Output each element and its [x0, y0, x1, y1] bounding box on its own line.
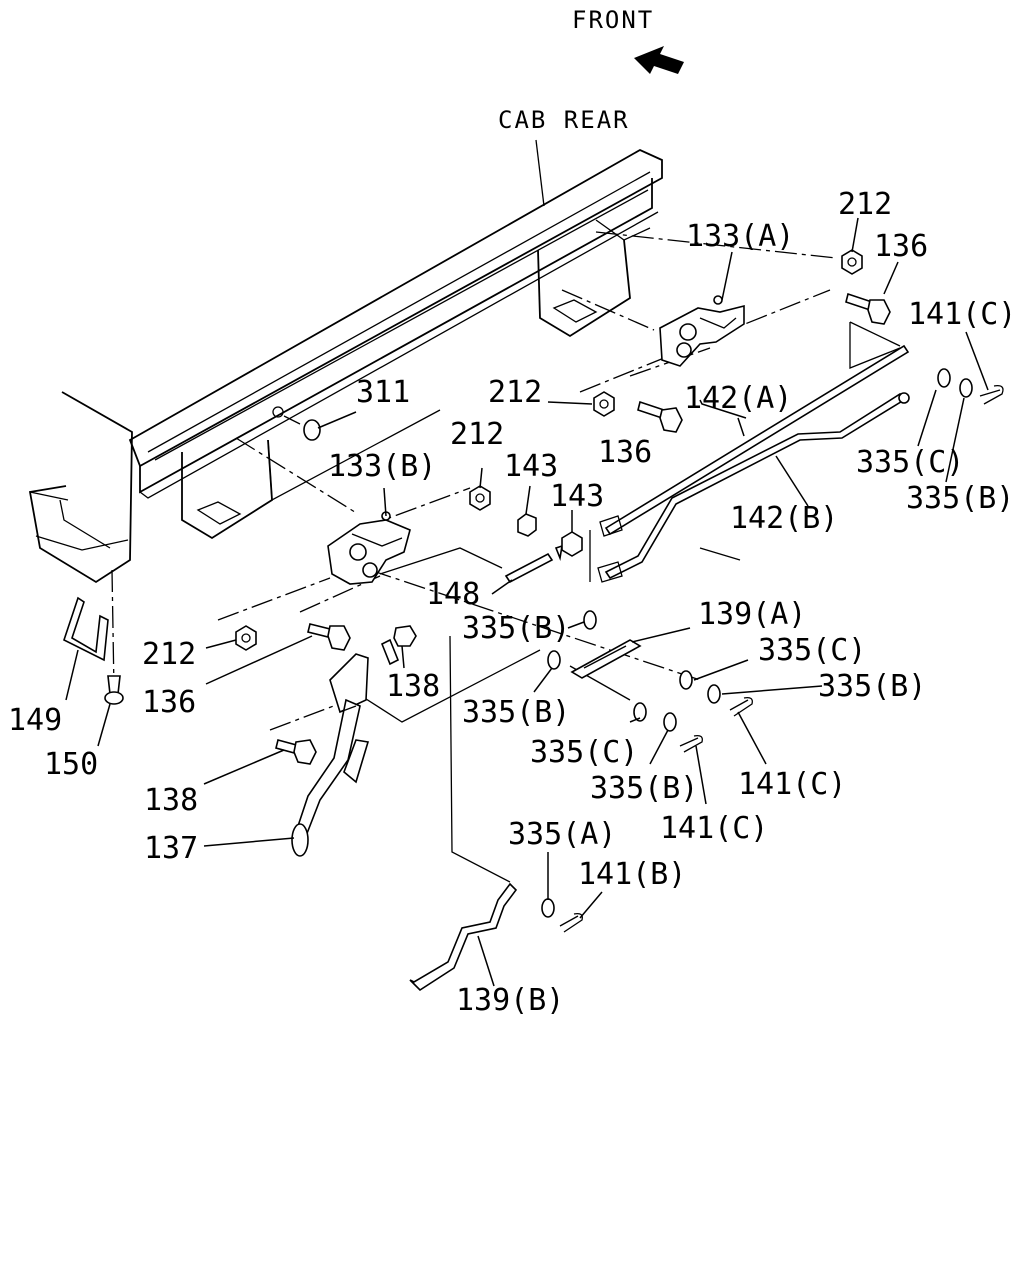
callout-136: 136 — [598, 435, 652, 470]
pedal-137 — [291, 653, 370, 857]
callout-335b: 335(B) — [462, 695, 570, 730]
callout-133b: 133(B) — [328, 449, 436, 484]
bolt-150 — [104, 675, 124, 705]
callout-138: 138 — [386, 669, 440, 704]
rod-142a — [599, 344, 910, 537]
callout-138: 138 — [144, 783, 198, 818]
guide-lines — [351, 321, 901, 883]
callout-137: 137 — [144, 831, 198, 866]
callout-335c: 335(C) — [856, 445, 964, 480]
link-139a — [570, 639, 642, 679]
rod-142b — [597, 392, 910, 583]
callout-150: 150 — [44, 747, 98, 782]
front-label: FRONT — [572, 6, 654, 34]
callout-141c: 141(C) — [738, 767, 846, 802]
bolt-138 — [275, 625, 417, 765]
callout-141c: 141(C) — [908, 297, 1016, 332]
callout-212: 212 — [488, 375, 542, 410]
callout-labels: 212 133(A) 136 141(C) 311 212 142(A) 136… — [8, 187, 1016, 1018]
callout-143: 143 — [550, 479, 604, 514]
callout-335a: 335(A) — [508, 817, 616, 852]
clip-141 — [559, 385, 1004, 933]
callout-142a: 142(A) — [684, 381, 792, 416]
callout-136: 136 — [142, 685, 196, 720]
latch-133a — [659, 295, 745, 367]
callout-335b: 335(B) — [906, 481, 1014, 516]
arrow-left-icon — [634, 46, 684, 74]
bolt-136 — [307, 292, 891, 651]
callout-143: 143 — [504, 449, 558, 484]
rod-139b — [409, 882, 518, 992]
callout-335b: 335(B) — [818, 669, 926, 704]
callout-311: 311 — [356, 375, 410, 410]
frame-crossmember — [28, 148, 663, 584]
callout-212: 212 — [450, 417, 504, 452]
callout-335b: 335(B) — [462, 611, 570, 646]
cab-rear-leader — [535, 139, 545, 207]
leader-lines — [65, 217, 989, 987]
cab-rear-label: CAB REAR — [498, 106, 630, 134]
callout-148: 148 — [426, 577, 480, 612]
installation-lines — [111, 231, 837, 731]
callout-212: 212 — [142, 637, 196, 672]
bracket-148 — [504, 544, 564, 584]
callout-149: 149 — [8, 703, 62, 738]
callout-141b: 141(B) — [578, 857, 686, 892]
latch-133b — [327, 511, 411, 585]
callout-133a: 133(A) — [686, 219, 794, 254]
callout-142b: 142(B) — [730, 501, 838, 536]
handle-149 — [63, 596, 109, 662]
callout-141c: 141(C) — [660, 811, 768, 846]
washer-335 — [541, 368, 973, 918]
callout-212: 212 — [838, 187, 892, 222]
callout-335b: 335(B) — [590, 771, 698, 806]
callout-136: 136 — [874, 229, 928, 264]
callout-139b: 139(B) — [456, 983, 564, 1018]
callout-139a: 139(A) — [698, 597, 806, 632]
callout-335c: 335(C) — [530, 735, 638, 770]
callout-335c: 335(C) — [758, 633, 866, 668]
nut-212 — [235, 249, 863, 651]
